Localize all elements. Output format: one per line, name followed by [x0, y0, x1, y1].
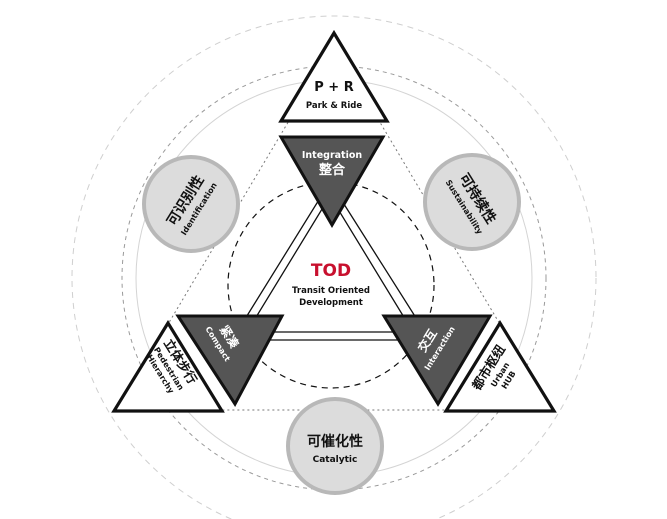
tod-title: TOD	[311, 261, 351, 281]
catalytic-cn-label: 可催化性	[307, 433, 363, 450]
middle-ring	[121, 65, 547, 491]
catalytic-label: Catalytic	[313, 455, 358, 465]
inner-triangle-top: Integration 整合	[278, 135, 386, 228]
outer-triangle-top: P + R Park & Ride	[278, 29, 390, 123]
park-ride-title: P + R	[314, 80, 353, 95]
outer-ring	[71, 15, 597, 519]
integration-label: Integration	[302, 150, 363, 161]
tod-subtitle-line2: Development	[299, 298, 363, 308]
circle-sustainability: 可持续性 Sustainability	[423, 153, 521, 251]
circle-catalytic: 可催化性 Catalytic	[286, 397, 384, 495]
center-label: TOD Transit Oriented Development	[292, 261, 370, 308]
central-triangle	[230, 180, 432, 341]
tod-subtitle-line1: Transit Oriented	[292, 286, 370, 296]
inner-triangle-left: 紧凑 Compact	[175, 314, 285, 407]
park-ride-subtitle: Park & Ride	[306, 101, 362, 111]
circle-identification: 可识别性 Identification	[142, 155, 240, 253]
inner-triangle-right: 交互 Interaction	[381, 314, 493, 407]
integration-cn-label: 整合	[318, 162, 346, 178]
